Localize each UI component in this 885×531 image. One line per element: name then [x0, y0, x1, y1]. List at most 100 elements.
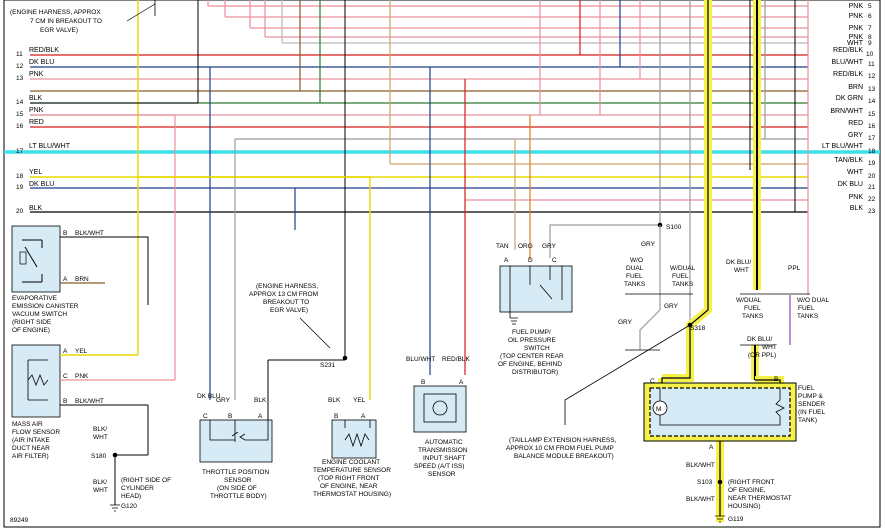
- svg-text:TANKS: TANKS: [797, 313, 819, 320]
- right-num: 18: [868, 148, 876, 155]
- svg-text:OF ENGINE,: OF ENGINE,: [728, 487, 766, 494]
- svg-text:GRY: GRY: [641, 241, 656, 248]
- svg-text:THROTTLE POSITION: THROTTLE POSITION: [202, 469, 269, 476]
- svg-text:DK BLU/: DK BLU/: [747, 336, 772, 343]
- svg-text:TANKS: TANKS: [742, 313, 764, 320]
- svg-text:SENDER: SENDER: [798, 401, 825, 408]
- svg-text:B: B: [421, 379, 425, 386]
- svg-text:APPROX 13 CM FROM: APPROX 13 CM FROM: [249, 291, 318, 298]
- svg-text:W/O: W/O: [630, 257, 643, 264]
- svg-text:ORG: ORG: [518, 243, 533, 250]
- fuel-circuit-highlight: [658, 0, 784, 522]
- left-color: YEL: [29, 169, 42, 176]
- left-num: 17: [16, 148, 24, 155]
- vertical-wires: [30, 0, 809, 400]
- svg-text:(AIR INTAKE: (AIR INTAKE: [12, 437, 50, 444]
- svg-text:EMISSION CANISTER: EMISSION CANISTER: [12, 303, 79, 310]
- left-num: 20: [16, 208, 24, 215]
- dual-tank-labels: S100 GRY W/O DUAL FUEL TANKS W/DUAL FUEL…: [618, 224, 830, 359]
- right-color: BLU/WHT: [832, 59, 864, 66]
- left-color: BLK: [29, 95, 43, 102]
- svg-text:BLK: BLK: [328, 397, 341, 404]
- svg-text:YEL: YEL: [75, 348, 88, 355]
- mass-air-flow-sensor: A YEL C PNK B BLK/WHT MASS AIR FLOW SENS…: [11, 344, 175, 460]
- evap-canister-switch: B BLK/WHT A BRN EVAPORATIVE EMISSION CAN…: [11, 225, 149, 334]
- svg-text:BLK/WHT: BLK/WHT: [75, 230, 104, 237]
- fuel-pump-oil-pressure-switch: TAN ORG GRY A D C FUEL PUMP/ OIL PRESSUR…: [496, 243, 573, 376]
- svg-text:BALANCE MODULE BREAKOUT): BALANCE MODULE BREAKOUT): [514, 453, 614, 460]
- svg-text:GRY: GRY: [542, 243, 557, 250]
- svg-text:(ON SIDE OF: (ON SIDE OF: [217, 485, 257, 492]
- left-color: PNK: [29, 107, 44, 114]
- svg-text:NEAR THERMOSTAT: NEAR THERMOSTAT: [728, 495, 792, 502]
- splice-s103: BLK/WHT S103 BLK/WHT G119 (RIGHT FRONT O…: [686, 462, 792, 523]
- right-color: DK GRN: [836, 95, 863, 102]
- svg-text:D: D: [528, 257, 533, 264]
- right-color: PNK: [849, 3, 864, 10]
- svg-text:A: A: [459, 379, 464, 386]
- svg-text:BLK/WHT: BLK/WHT: [686, 496, 715, 503]
- svg-text:PNK: PNK: [75, 373, 89, 380]
- svg-text:A: A: [63, 276, 68, 283]
- svg-text:PUMP &: PUMP &: [798, 393, 823, 400]
- svg-text:W/DUAL: W/DUAL: [736, 297, 762, 304]
- left-num: 19: [16, 184, 24, 191]
- right-color: GRY: [848, 132, 863, 139]
- svg-text:C: C: [63, 373, 68, 380]
- right-color: LT BLU/WHT: [822, 143, 864, 150]
- svg-text:B: B: [63, 230, 67, 237]
- left-num: 12: [16, 63, 24, 70]
- splice-s180: BLK/ WHT S180 BLK/ WHT G120 (RIGHT SIDE …: [91, 426, 171, 512]
- svg-text:WHT: WHT: [93, 487, 108, 494]
- right-num: 5: [868, 3, 872, 10]
- svg-text:(RIGHT FRONT: (RIGHT FRONT: [728, 479, 774, 486]
- svg-text:MASS AIR: MASS AIR: [12, 421, 43, 428]
- right-color: DK BLU: [838, 181, 863, 188]
- left-num: 11: [16, 51, 23, 58]
- svg-text:FUEL: FUEL: [798, 385, 815, 392]
- right-num: 16: [868, 123, 876, 130]
- svg-text:BLU/WHT: BLU/WHT: [406, 356, 435, 363]
- svg-text:AUTOMATIC: AUTOMATIC: [425, 439, 463, 446]
- left-color: DK BLU: [29, 59, 54, 66]
- svg-text:OF ENGINE): OF ENGINE): [12, 327, 50, 334]
- right-wire-labels: PNK 5 PNK 6 PNK 7 PNK 8 WHT 9 RED/BLK 10…: [822, 3, 876, 215]
- right-color: BLK: [850, 205, 864, 212]
- svg-text:(ENGINE HARNESS,: (ENGINE HARNESS,: [256, 283, 318, 290]
- left-num: 13: [16, 75, 24, 82]
- svg-text:S180: S180: [91, 453, 107, 460]
- svg-text:EVAPORATIVE: EVAPORATIVE: [12, 295, 58, 302]
- svg-text:THERMOSTAT HOUSING): THERMOSTAT HOUSING): [313, 491, 391, 498]
- left-num: 15: [16, 111, 24, 118]
- svg-text:ENGINE COOLANT: ENGINE COOLANT: [322, 459, 380, 466]
- left-color: PNK: [29, 71, 44, 78]
- svg-text:TEMPERATURE SENSOR: TEMPERATURE SENSOR: [313, 467, 391, 474]
- right-num: 17: [868, 135, 876, 142]
- svg-text:W/O DUAL: W/O DUAL: [797, 297, 830, 304]
- right-num: 6: [868, 13, 872, 20]
- right-num: 10: [866, 51, 874, 58]
- svg-text:SPEED (A/T ISS): SPEED (A/T ISS): [414, 463, 464, 470]
- svg-text:EGR VALVE): EGR VALVE): [40, 27, 78, 34]
- svg-text:FLOW SENSOR: FLOW SENSOR: [12, 429, 60, 436]
- svg-text:SWITCH: SWITCH: [524, 345, 550, 352]
- left-color: BLK: [29, 205, 43, 212]
- svg-text:A: A: [258, 413, 263, 420]
- svg-text:M: M: [656, 406, 661, 413]
- svg-text:HOUSING): HOUSING): [728, 503, 761, 510]
- svg-text:WHT: WHT: [762, 344, 777, 351]
- s100-wiring: [549, 222, 810, 425]
- svg-text:FUEL: FUEL: [626, 273, 643, 280]
- svg-text:DUAL: DUAL: [626, 265, 644, 272]
- input-shaft-speed-sensor: BLU/WHT RED/BLK B A AUTOMATIC TRANSMISSI…: [406, 356, 470, 478]
- right-color: RED/BLK: [833, 47, 863, 54]
- right-color: RED: [848, 120, 863, 127]
- svg-text:(TOP CENTER REAR: (TOP CENTER REAR: [500, 353, 564, 360]
- diagram-frame: [3, 0, 881, 528]
- right-color: WHT: [847, 169, 864, 176]
- svg-text:VACUUM SWITCH: VACUUM SWITCH: [12, 311, 67, 318]
- svg-text:GRY: GRY: [216, 397, 231, 404]
- svg-text:INPUT SHAFT: INPUT SHAFT: [423, 455, 466, 462]
- svg-text:FUEL: FUEL: [744, 305, 761, 312]
